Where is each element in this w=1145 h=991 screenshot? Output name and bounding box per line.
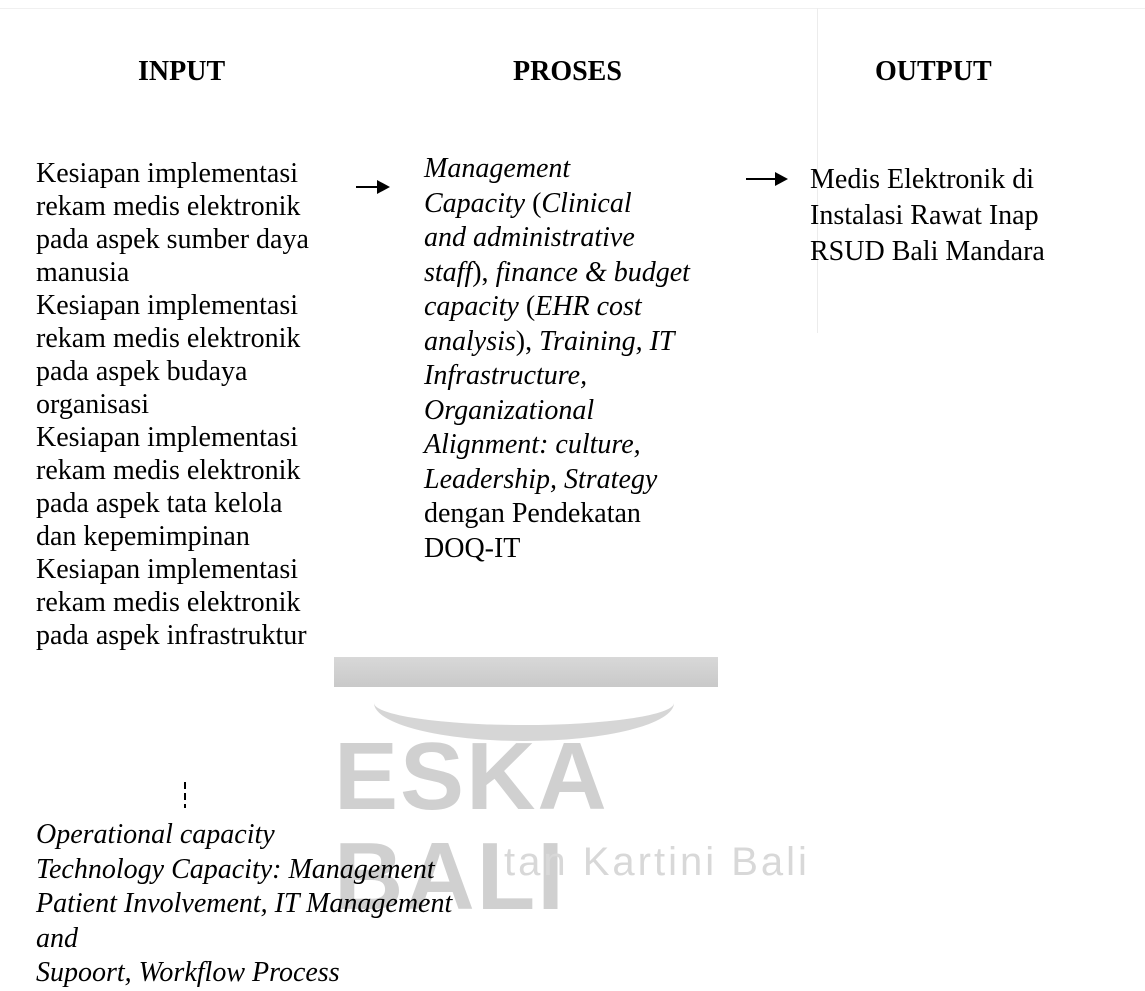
proses-line: and administrative bbox=[424, 221, 724, 256]
proses-text: ), bbox=[472, 256, 496, 288]
proses-text: capacity bbox=[424, 291, 519, 322]
proses-text: ), bbox=[515, 325, 540, 357]
proses-text: and administrative bbox=[424, 222, 635, 253]
input-box: Kesiapan implementasi rekam medis elektr… bbox=[36, 157, 346, 652]
input-line: pada aspek tata kelola bbox=[36, 488, 283, 519]
arrow-proses-to-output bbox=[746, 172, 788, 186]
output-line: Medis Elektronik di bbox=[810, 164, 1034, 195]
proses-text: Clinical bbox=[541, 187, 632, 219]
input-line: Kesiapan implementasi bbox=[36, 554, 299, 585]
proses-line: DOQ-IT bbox=[424, 532, 521, 564]
proses-line: Management bbox=[424, 152, 724, 187]
proses-line: Capacity (Clinical bbox=[424, 187, 724, 222]
frame-top-line bbox=[0, 8, 1145, 9]
input-line: pada aspek budaya bbox=[36, 356, 248, 387]
watermark-sub-text: tan Kartini Bali bbox=[504, 840, 810, 884]
proses-line: Infrastructure, bbox=[424, 359, 724, 394]
proses-text: ( bbox=[518, 291, 536, 322]
input-line: rekam medis elektronik bbox=[36, 587, 301, 618]
bottom-line: Patient Involvement, IT Management bbox=[36, 888, 453, 919]
input-line: rekam medis elektronik bbox=[36, 455, 301, 486]
dashed-connector bbox=[184, 782, 186, 808]
proses-text: Infrastructure, bbox=[424, 360, 588, 391]
bottom-line: Operational capacity bbox=[36, 819, 275, 850]
proses-box: Management Capacity (Clinical and admini… bbox=[424, 152, 724, 566]
input-line: Kesiapan implementasi bbox=[36, 158, 299, 189]
proses-line: analysis), Training, IT bbox=[424, 325, 724, 360]
proses-text: analysis bbox=[424, 325, 516, 357]
proses-line: Organizational bbox=[424, 394, 724, 429]
arrow-head-icon bbox=[775, 172, 788, 186]
heading-output: OUTPUT bbox=[875, 56, 992, 87]
proses-text: Capacity bbox=[424, 187, 526, 219]
watermark-band bbox=[334, 657, 718, 687]
bottom-line: and bbox=[36, 922, 78, 954]
heading-input: INPUT bbox=[138, 56, 226, 87]
input-line: rekam medis elektronik bbox=[36, 323, 301, 354]
proses-text: Training, IT bbox=[539, 325, 675, 357]
output-box: Medis Elektronik di Instalasi Rawat Inap… bbox=[810, 162, 1130, 270]
arrow-input-to-proses bbox=[356, 180, 390, 194]
proses-line: capacity (EHR cost bbox=[424, 290, 724, 325]
input-line: pada aspek infrastruktur bbox=[36, 620, 307, 651]
input-line: Kesiapan implementasi bbox=[36, 290, 299, 321]
proses-text: ( bbox=[525, 187, 542, 219]
input-line: organisasi bbox=[36, 389, 150, 420]
bottom-line: Technology Capacity: Management bbox=[36, 853, 435, 885]
proses-text: Leadership, Strategy bbox=[424, 463, 658, 495]
proses-line: Leadership, Strategy bbox=[424, 463, 724, 498]
proses-line: dengan Pendekatan bbox=[424, 498, 641, 529]
input-line: manusia bbox=[36, 257, 130, 288]
heading-proses: PROSES bbox=[513, 56, 622, 87]
proses-text: Organizational bbox=[424, 394, 595, 426]
proses-line: staff), finance & budget bbox=[424, 256, 724, 291]
bottom-line: Supoort, Workflow Process bbox=[36, 957, 340, 988]
watermark-arc bbox=[374, 665, 674, 741]
proses-line: Alignment: culture, bbox=[424, 428, 724, 463]
bottom-factors-box: Operational capacity Technology Capacity… bbox=[36, 818, 516, 991]
output-line: RSUD Bali Mandara bbox=[810, 236, 1045, 267]
input-line: dan kepemimpinan bbox=[36, 521, 250, 552]
input-line: rekam medis elektronik bbox=[36, 191, 301, 222]
frame-divider-line bbox=[817, 8, 818, 333]
proses-text: Alignment: culture, bbox=[424, 429, 641, 460]
input-line: pada aspek sumber daya bbox=[36, 224, 309, 255]
arrow-head-icon bbox=[377, 180, 390, 194]
proses-text: Management bbox=[424, 153, 571, 184]
arrow-shaft bbox=[356, 186, 380, 188]
input-line: Kesiapan implementasi bbox=[36, 422, 299, 453]
arrow-shaft bbox=[746, 178, 778, 180]
output-line: Instalasi Rawat Inap bbox=[810, 200, 1039, 231]
proses-text: EHR cost bbox=[535, 291, 642, 322]
proses-text: staff bbox=[424, 256, 473, 288]
proses-text: finance & budget bbox=[495, 256, 690, 288]
